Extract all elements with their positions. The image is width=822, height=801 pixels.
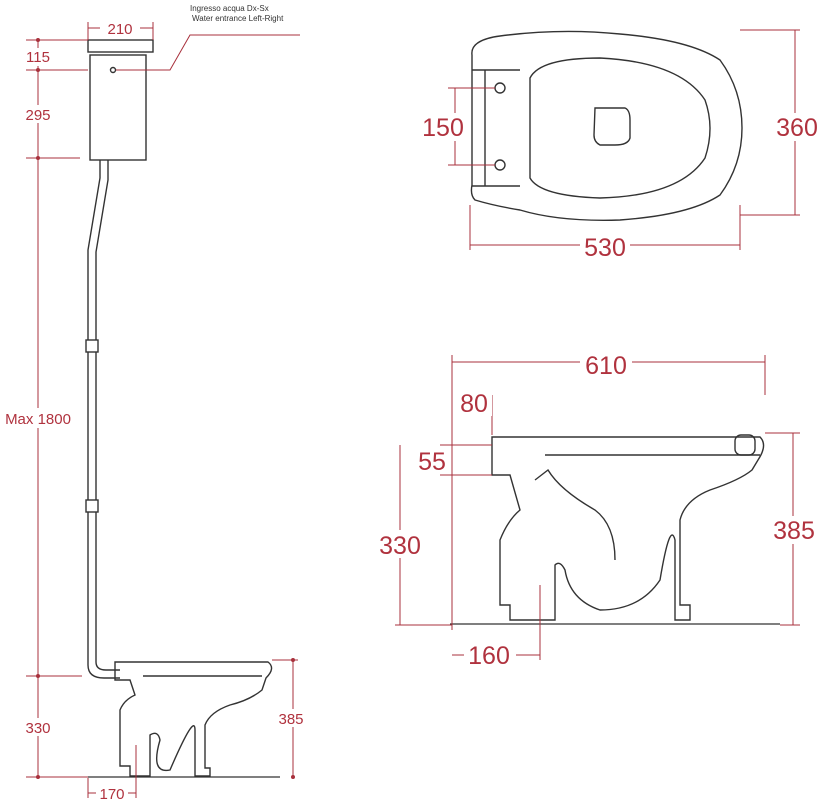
- plan-dimensions: [448, 29, 800, 250]
- high-cistern-elevation: [85, 39, 280, 778]
- bowl-inner-outline: [529, 57, 711, 199]
- flush-pipe-inner: [95, 160, 120, 671]
- pipe-joint: [85, 339, 99, 353]
- dim-side-bowl-height: 385: [773, 517, 815, 545]
- dim-inlet-offset: 80: [460, 390, 488, 418]
- trap-line: [534, 468, 616, 561]
- annotation-line-1: Ingresso acqua Dx-Sx: [190, 4, 269, 13]
- fixing-hole-icon: [494, 159, 506, 171]
- dim-plan-width: 360: [776, 114, 818, 142]
- water-inlet-icon: [109, 66, 117, 74]
- drain-outline: [593, 107, 631, 146]
- annotation-line-2: Water entrance Left-Right: [192, 14, 284, 23]
- dim-inlet-height: 115: [26, 49, 50, 66]
- elevation-dimensions: [26, 22, 300, 798]
- toilet-bowl-elevation: [114, 661, 273, 777]
- dim-cistern-width: 210: [107, 21, 132, 38]
- flush-pipe-outer: [87, 160, 120, 679]
- dim-side-outlet-height: 330: [379, 532, 421, 560]
- dim-max-height: Max 1800: [5, 411, 71, 428]
- dim-side-outlet-offset: 160: [468, 642, 510, 670]
- dim-inlet-depth: 55: [418, 448, 446, 476]
- fixing-hole-icon: [494, 82, 506, 94]
- dim-plan-length: 530: [584, 234, 626, 262]
- side-dimensions: [395, 355, 800, 660]
- cistern-lid: [87, 39, 154, 53]
- dim-outlet-height: 330: [25, 720, 50, 737]
- cistern-body: [89, 54, 147, 161]
- dim-side-length: 610: [585, 352, 627, 380]
- pipe-joint: [85, 499, 99, 513]
- plan-view: [470, 30, 743, 221]
- toilet-bowl-side: [491, 436, 765, 621]
- side-view: [450, 434, 780, 625]
- bowl-outline: [470, 30, 743, 221]
- dim-cistern-height: 295: [25, 107, 50, 124]
- dim-fixing-spacing: 150: [422, 114, 464, 142]
- dim-bowl-height: 385: [278, 711, 303, 728]
- dim-outlet-offset: 170: [99, 786, 124, 801]
